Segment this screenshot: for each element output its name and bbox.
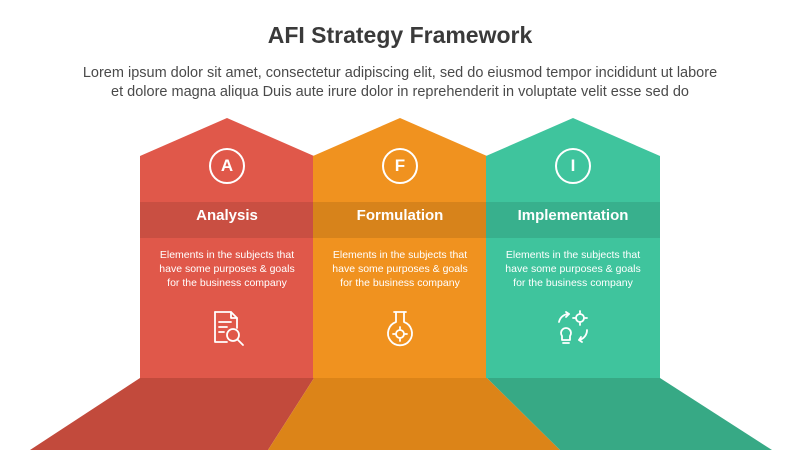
desc-line: for the business company xyxy=(513,277,633,289)
label-band xyxy=(140,202,314,238)
floor-formulation xyxy=(268,378,560,450)
label-band xyxy=(313,202,487,238)
subtitle-line-2: et dolore magna aliqua Duis aute irure d… xyxy=(111,84,689,100)
column-formulation: F Formulation Elements in the subjects t… xyxy=(313,118,487,378)
column-implementation: I Implementation Elements in the subject… xyxy=(486,118,660,378)
document-search-icon xyxy=(214,311,244,346)
desc-line: have some purposes & goals xyxy=(505,263,641,275)
letter-circle-i: I xyxy=(555,148,591,184)
floor-implementation xyxy=(487,378,772,450)
lightbulb-gear-cycle-icon xyxy=(558,310,588,344)
desc-line: Elements in the subjects that xyxy=(159,249,295,261)
column-label-analysis: Analysis xyxy=(196,207,258,224)
column-label-implementation: Implementation xyxy=(517,207,629,224)
desc-line: for the business company xyxy=(167,277,287,289)
column-analysis: A Analysis Elements in the subjects that… xyxy=(140,118,314,378)
desc-line: Elements in the subjects that xyxy=(505,249,641,261)
desc-line: for the business company xyxy=(340,277,460,289)
column-description: Elements in the subjects that have some … xyxy=(325,248,475,290)
subtitle-line-1: Lorem ipsum dolor sit amet, consectetur … xyxy=(82,65,718,81)
desc-line: Elements in the subjects that xyxy=(332,249,468,261)
letter-circle-a: A xyxy=(209,148,245,184)
arrow-shape-formulation xyxy=(313,118,487,378)
flask-gear-icon xyxy=(387,311,413,347)
column-description: Elements in the subjects that have some … xyxy=(498,248,648,290)
desc-line: have some purposes & goals xyxy=(159,263,295,275)
desc-line: have some purposes & goals xyxy=(332,263,468,275)
arrow-shape-implementation xyxy=(486,118,660,378)
floor-analysis xyxy=(30,378,314,450)
column-label-formulation: Formulation xyxy=(356,207,444,224)
letter-circle-f: F xyxy=(382,148,418,184)
arrow-shape-analysis xyxy=(140,118,314,378)
column-description: Elements in the subjects that have some … xyxy=(152,248,302,290)
page-subtitle: Lorem ipsum dolor sit amet, consectetur … xyxy=(20,64,780,102)
label-band xyxy=(486,202,660,238)
page-title: AFI Strategy Framework xyxy=(267,22,533,48)
